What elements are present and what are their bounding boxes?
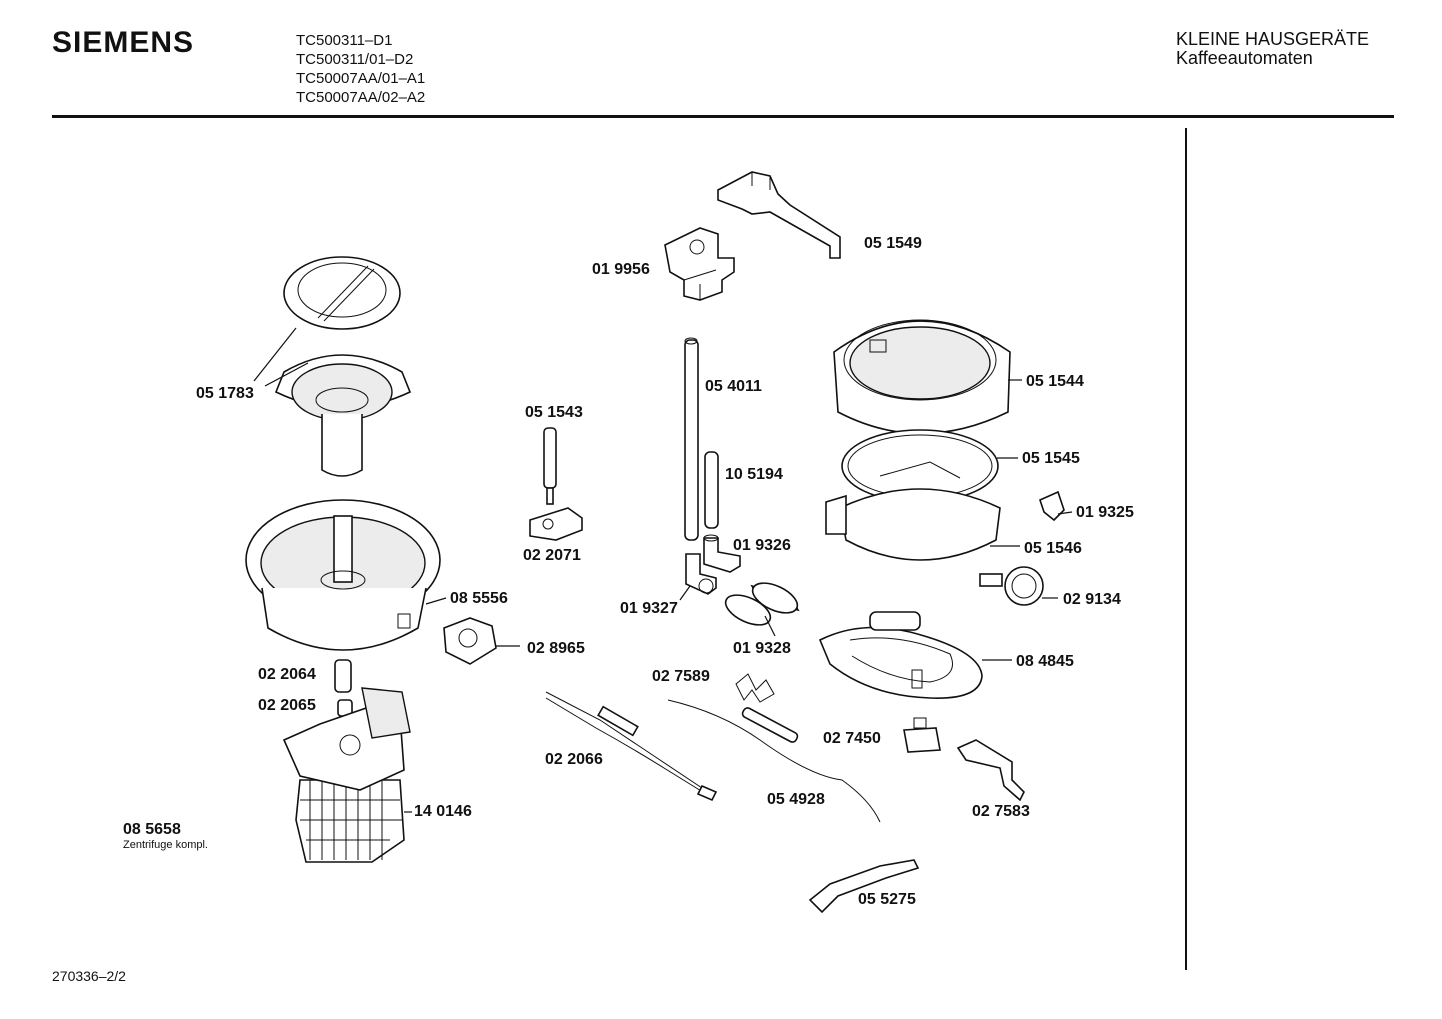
- part-label: 10 5194: [725, 466, 783, 483]
- part-label: 02 2065: [258, 697, 316, 714]
- part-label: 01 9328: [733, 640, 791, 657]
- wire-harness-drawing: [545, 691, 718, 802]
- part-label: 05 1549: [864, 235, 922, 252]
- part-label: 05 1546: [1024, 540, 1082, 557]
- part-label: 08 5556: [450, 590, 508, 607]
- part-label: 08 5658: [123, 821, 181, 838]
- long-tube-drawing: [684, 337, 699, 541]
- motor-assembly-drawing: [282, 687, 411, 863]
- exploded-parts-diagram: 05 1549 01 9956 05 1783 05 4011 05 1544 …: [123, 171, 1134, 914]
- category-subtitle: Kaffeeautomaten: [1176, 48, 1313, 68]
- part-label: 02 7583: [972, 803, 1030, 820]
- model-number: TC50007AA/01–A1: [296, 70, 426, 87]
- part-label: 05 5275: [858, 891, 916, 908]
- knob-drawing: [979, 566, 1044, 606]
- centrifuge-bowl-drawing: [245, 499, 441, 651]
- model-number: TC500311/01–D2: [296, 51, 414, 68]
- bracket-drawing: [664, 227, 735, 301]
- part-label: 05 1543: [525, 404, 583, 421]
- part-label: 14 0146: [414, 803, 472, 820]
- part-label: 02 8965: [527, 640, 585, 657]
- cable-drawing: [667, 699, 881, 823]
- part-label: 05 4928: [767, 791, 825, 808]
- sleeve-drawing: [724, 582, 800, 626]
- part-label: 02 7589: [652, 668, 710, 685]
- switch-drawing: [443, 617, 497, 665]
- lower-housing-drawing: [825, 461, 1001, 561]
- part-label: 02 2066: [545, 751, 603, 768]
- pin-drawing: [543, 427, 557, 505]
- thermostat-drawing: [903, 717, 941, 753]
- leader-lines: [253, 327, 1073, 813]
- elbow-drawing: [685, 553, 717, 595]
- side-divider: [1185, 128, 1187, 970]
- coupling-drawing: [529, 507, 583, 541]
- part-label: 08 4845: [1016, 653, 1074, 670]
- spring-bracket-drawing: [956, 739, 1025, 802]
- elbow-drawing: [703, 534, 741, 573]
- part-label: 02 2071: [523, 547, 581, 564]
- part-label: 02 7450: [823, 730, 881, 747]
- model-list: TC500311–D1 TC500311/01–D2 TC50007AA/01–…: [296, 31, 425, 107]
- part-label: 01 9327: [620, 600, 678, 617]
- document-number: 270336–2/2: [52, 968, 126, 984]
- category-block: KLEINE HAUSGERÄTE Kaffeeautomaten: [1176, 30, 1369, 68]
- spring-clip-drawing: [735, 673, 775, 703]
- model-number: TC50007AA/02–A2: [296, 89, 426, 106]
- part-label: 05 4011: [705, 378, 762, 395]
- heating-element-drawing: [818, 611, 983, 699]
- housing-ring-drawing: [833, 319, 1011, 435]
- clip-drawing: [1039, 490, 1065, 522]
- part-label: 02 2064: [258, 666, 316, 683]
- brand-logo: SIEMENS: [52, 26, 195, 59]
- small-sleeve-drawing: [334, 659, 352, 693]
- filter-basket-drawing: [274, 256, 412, 477]
- category-title: KLEINE HAUSGERÄTE: [1176, 29, 1370, 49]
- part-label: 05 1783: [196, 385, 254, 402]
- part-label: 02 9134: [1063, 591, 1121, 608]
- assembly-note: Zentrifuge kompl.: [123, 839, 208, 851]
- header-divider: [52, 115, 1394, 118]
- lever-arm-drawing: [717, 171, 841, 259]
- short-tube-drawing: [704, 451, 719, 529]
- model-number: TC500311–D1: [296, 32, 393, 49]
- part-label: 05 1544: [1026, 373, 1084, 390]
- bracket-strip-drawing: [808, 859, 920, 914]
- part-label: 05 1545: [1022, 450, 1080, 467]
- part-label: 01 9326: [733, 537, 791, 554]
- part-label: 01 9325: [1076, 504, 1134, 521]
- part-label: 01 9956: [592, 261, 650, 278]
